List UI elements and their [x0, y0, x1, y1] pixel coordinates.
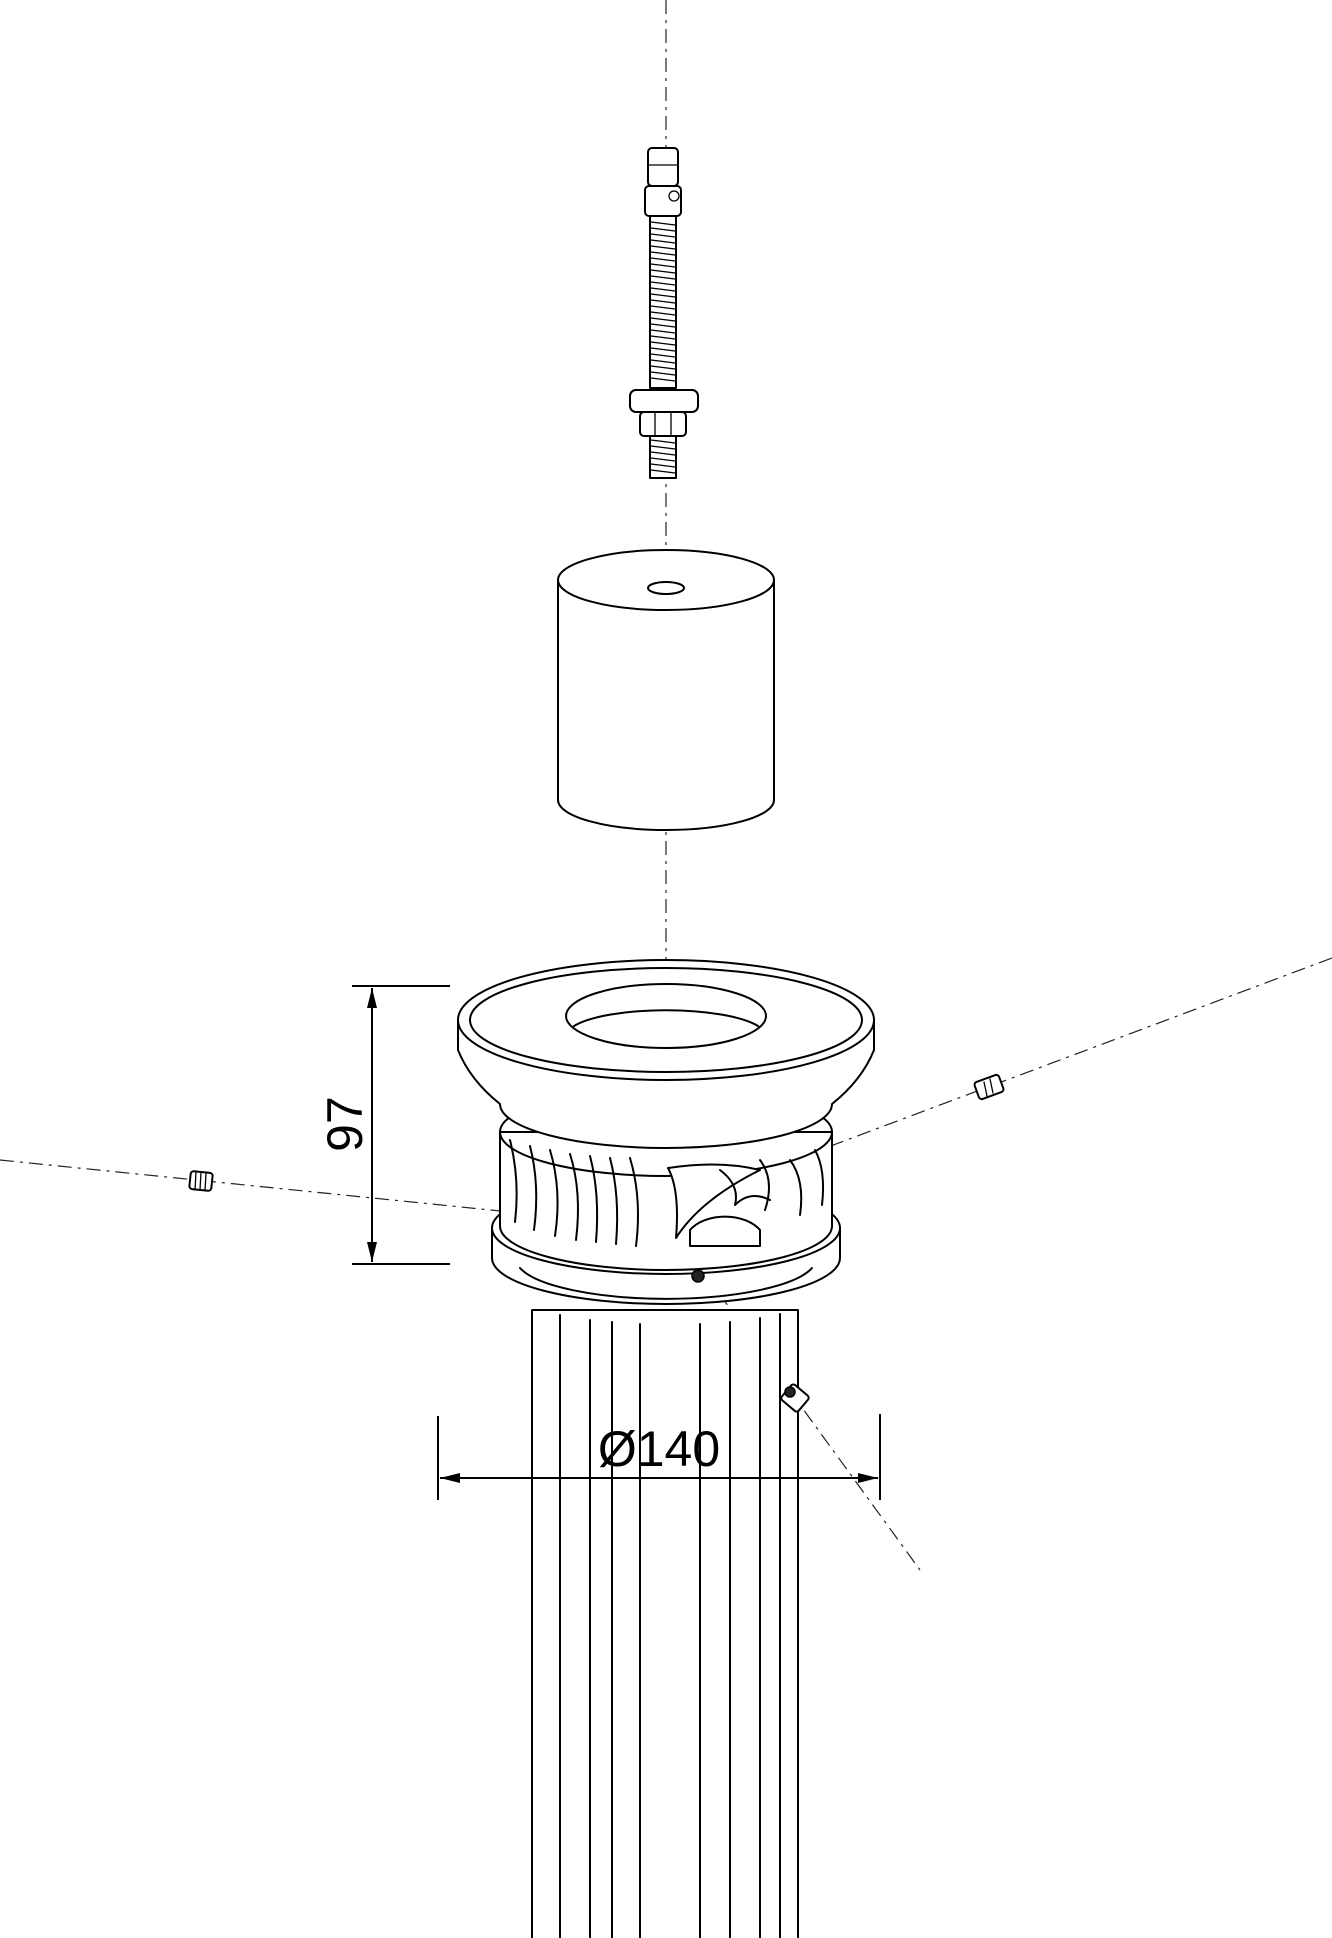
thread-line	[650, 305, 676, 310]
thread-line	[650, 275, 676, 280]
thread-line	[650, 311, 676, 316]
thread-line	[650, 317, 676, 322]
thread-line	[650, 341, 676, 346]
thread-line	[650, 281, 676, 286]
thread-line	[650, 329, 676, 334]
thread-line	[650, 323, 676, 328]
thread-line	[650, 245, 676, 250]
thread-line	[650, 469, 676, 474]
left-screw-axis-line	[0, 1159, 511, 1213]
thread-line	[650, 377, 676, 382]
thread-line	[650, 269, 676, 274]
fluted-column	[531, 1309, 799, 1938]
thread-line	[650, 451, 676, 456]
thread-line	[650, 457, 676, 462]
set-screw-left	[188, 1170, 214, 1192]
diameter-dimension: Ø140	[437, 1414, 881, 1500]
thread-line	[650, 335, 676, 340]
cylinder-spacer	[557, 549, 775, 831]
thread-line	[650, 239, 676, 244]
thread-line	[650, 371, 676, 376]
thread-line	[650, 463, 676, 468]
height-dimension-label: 97	[317, 1096, 373, 1152]
threaded-stud	[629, 147, 699, 479]
thread-line	[650, 251, 676, 256]
thread-line	[650, 257, 676, 262]
thread-line	[650, 293, 676, 298]
thread-line	[650, 359, 676, 364]
thread-line	[650, 365, 676, 370]
thread-line	[650, 353, 676, 358]
thread-line	[650, 221, 676, 226]
diameter-dimension-label: Ø140	[598, 1421, 720, 1477]
thread-line	[650, 299, 676, 304]
set-screw-right	[973, 1073, 1005, 1101]
leaf-carving	[509, 1139, 825, 1247]
thread-line	[650, 263, 676, 268]
thread-line	[650, 287, 676, 292]
thread-line	[650, 233, 676, 238]
column-capital	[457, 959, 875, 1305]
height-dimension: 97	[317, 985, 450, 1265]
set-screw-front	[780, 1383, 810, 1413]
thread-line	[650, 347, 676, 352]
thread-line	[650, 227, 676, 232]
thread-line	[650, 439, 676, 444]
right-screw-axis-line	[819, 957, 1332, 1151]
thread-line	[650, 445, 676, 450]
